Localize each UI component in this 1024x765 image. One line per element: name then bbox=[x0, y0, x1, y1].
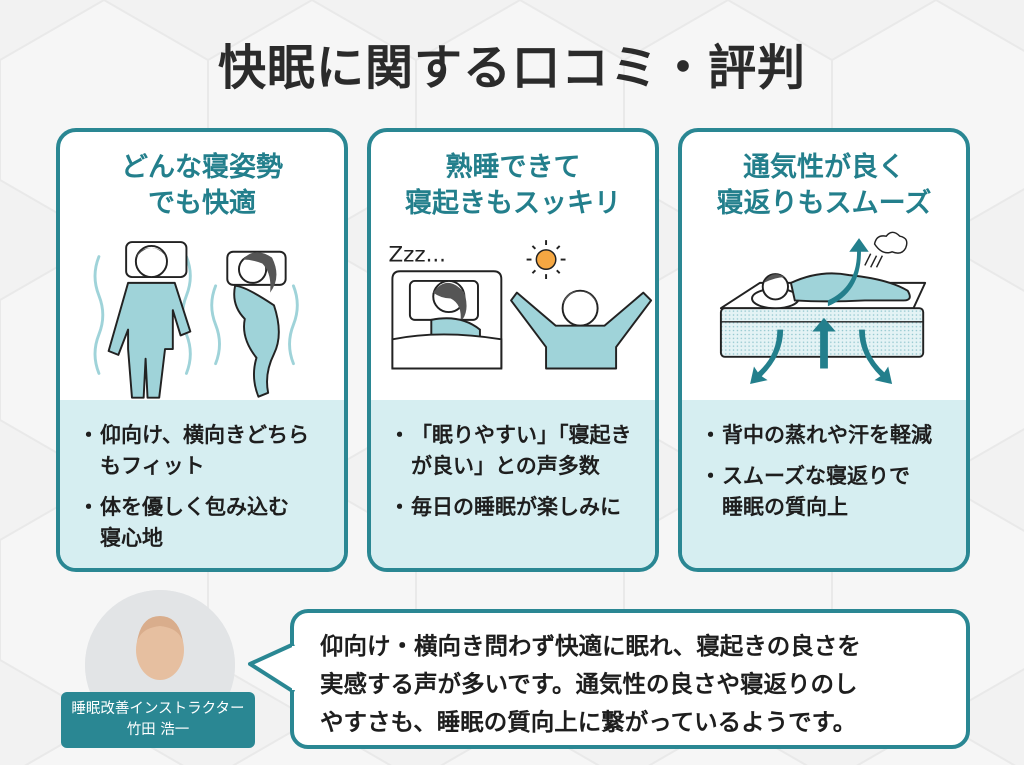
card-heading: どんな寝姿勢 でも快適 bbox=[121, 152, 283, 219]
bullet-item: ・ 「眠りやすい」「寝起きが良い」との声多数 bbox=[389, 423, 632, 478]
expert-role: 睡眠改善インストラクター bbox=[71, 701, 245, 717]
sleeping-positions-illustration bbox=[93, 241, 299, 399]
sun-icon bbox=[526, 240, 566, 280]
card-body: ・ 「眠りやすい」「寝起きが良い」との声多数 ・ 毎日の睡眠が楽しみに bbox=[371, 400, 655, 568]
bullet-item: ・ 仰向け、横向きどちらもフィット bbox=[78, 423, 309, 478]
card-body: ・ 仰向け、横向きどちらもフィット ・ 体を優しく包み込む寝心地 bbox=[60, 400, 344, 568]
bullet-item: ・ 毎日の睡眠が楽しみに bbox=[389, 495, 621, 519]
bullet-item: ・ スムーズな寝返りで睡眠の質向上 bbox=[700, 464, 910, 519]
review-card-breathability: 通気性が良く 寝返りもスムーズ ・ 背中の蒸れや汗を軽減 ・ bbox=[678, 128, 970, 572]
page-title: 快眠に関する口コミ・評判 bbox=[217, 40, 806, 96]
sleep-and-wake-illustration: Zzz... bbox=[389, 240, 653, 370]
speech-bubble-tail bbox=[248, 642, 298, 694]
card-heading: 熟睡できて 寝起きもスッキリ bbox=[405, 152, 621, 219]
review-card-deep-sleep: 熟睡できて 寝起きもスッキリ Zzz... ・ 「眠りやすい」「寝起きが良い」と… bbox=[367, 128, 659, 572]
expert-name-badge: 睡眠改善インストラクター 竹田 浩一 bbox=[61, 692, 255, 748]
expert-name: 竹田 浩一 bbox=[126, 722, 190, 738]
bullet-item: ・ 体を優しく包み込む寝心地 bbox=[78, 495, 289, 550]
review-card-sleep-posture: どんな寝姿勢 でも快適 ・ 仰向け、横向きどちらもフィット ・ 体を優しく包み込… bbox=[56, 128, 348, 572]
bullet-item: ・ 背中の蒸れや汗を軽減 bbox=[700, 423, 932, 447]
card-heading: 通気性が良く 寝返りもスムーズ bbox=[716, 152, 932, 219]
zzz-text: Zzz... bbox=[389, 243, 446, 268]
breathable-mattress-illustration bbox=[719, 231, 927, 385]
card-body: ・ 背中の蒸れや汗を軽減 ・ スムーズな寝返りで睡眠の質向上 bbox=[682, 400, 966, 568]
expert-comment-bubble: 仰向け・横向き問わず快適に眠れ、寝起きの良さを 実感する声が多いです。通気性の良… bbox=[290, 609, 970, 749]
